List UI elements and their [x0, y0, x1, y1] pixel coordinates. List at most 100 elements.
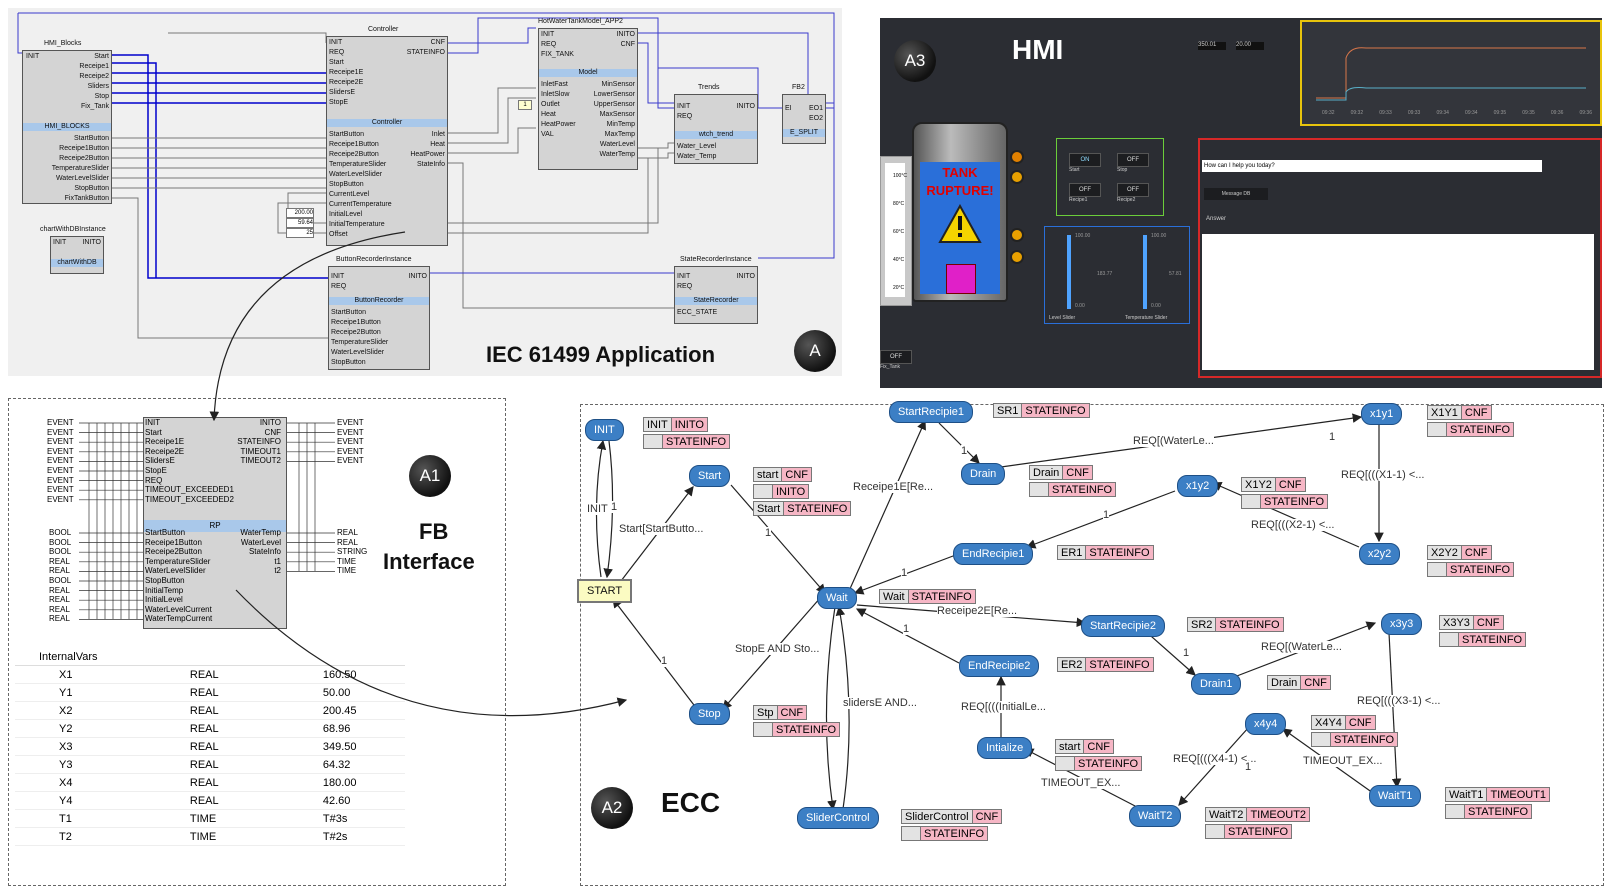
ecc-state-x2y2[interactable]: x2y2 — [1359, 543, 1401, 565]
transition-priority: 1 — [765, 527, 772, 539]
ecc-state-drain1[interactable]: Drain1 — [1191, 673, 1242, 695]
pin: CNF — [620, 41, 635, 48]
pin: MaxTemp — [604, 131, 635, 138]
ecc-state-wait[interactable]: Wait — [817, 587, 857, 609]
trend-time-tick: 09:33 — [1379, 110, 1392, 116]
data-type: REAL — [49, 585, 70, 595]
action-event: STATEINFO — [1331, 732, 1399, 747]
action-event: STATEINFO — [1216, 617, 1284, 632]
pin: StartButton — [73, 135, 109, 142]
var-type: TIME — [189, 827, 323, 846]
transition-priority: 1 — [661, 655, 668, 667]
chart-fb[interactable]: INIT INITO chartWithDB — [50, 236, 104, 274]
level-slider-max: 100.00 — [1075, 233, 1091, 239]
pin: TemperatureSlider — [331, 339, 389, 346]
action-event: STATEINFO — [1447, 422, 1515, 437]
fix-tank-toggle[interactable]: OFF — [880, 350, 912, 364]
event-type: EVENT — [47, 418, 74, 427]
action-algorithm: ER2 — [1057, 657, 1087, 672]
action-event: CNF — [1301, 675, 1331, 690]
stop-toggle[interactable]: OFF — [1117, 153, 1149, 167]
input-event: Receipe1E — [145, 437, 185, 447]
ecc-state-slider[interactable]: SliderControl — [797, 807, 879, 829]
input-event: StopE — [145, 466, 167, 475]
state-rec-name: StateRecorder — [675, 297, 757, 305]
answer-box[interactable] — [1202, 234, 1594, 370]
action-event: TIMEOUT2 — [1247, 807, 1311, 822]
pin: HeatPower — [541, 121, 576, 128]
pin: MaxSensor — [599, 111, 635, 118]
readout-2: 20.00 — [1236, 42, 1264, 50]
badge-a1: A1 — [409, 455, 451, 497]
ecc-state-endrecipie1[interactable]: EndRecipie1 — [953, 543, 1034, 565]
ecc-state-startrecipie2[interactable]: StartRecipie2 — [1081, 615, 1166, 637]
event-type: EVENT — [47, 446, 74, 456]
ecc-state-x4y4[interactable]: x4y4 — [1245, 713, 1287, 735]
ecc-state-x3y3[interactable]: x3y3 — [1381, 613, 1423, 635]
chart-fb-name: chartWithDB — [51, 259, 103, 267]
ecc-state-x1y2[interactable]: x1y2 — [1177, 475, 1219, 497]
action-algorithm: start — [753, 467, 783, 482]
ecc-state-intialize[interactable]: Intialize — [977, 737, 1033, 759]
pin: Heat — [430, 141, 445, 148]
hmi-blocks-init: INIT — [26, 53, 40, 60]
ecc-transitions — [595, 413, 1402, 811]
start-toggle[interactable]: ON — [1069, 153, 1101, 167]
action-event: STATEINFO — [1086, 657, 1154, 672]
hmi-blocks-name: HMI_BLOCKS — [23, 123, 111, 131]
pin: EO1 — [808, 105, 823, 112]
ecc-state-start_init[interactable]: START — [577, 579, 633, 603]
pin: WaterLevel — [599, 141, 635, 148]
action-event: TIMEOUT1 — [1487, 787, 1551, 802]
transition-arrow — [730, 484, 826, 594]
action-algorithm — [753, 722, 773, 737]
transition-priority: 1 — [1103, 509, 1110, 521]
message-db-button[interactable]: Message DB — [1204, 188, 1268, 200]
ecc-state-endrecipie2[interactable]: EndRecipie2 — [959, 655, 1040, 677]
temperature-slider[interactable] — [1143, 235, 1147, 309]
ecc-state-waitt1[interactable]: WaitT1 — [1369, 785, 1422, 807]
ecc-state-start[interactable]: Start — [689, 465, 731, 487]
ecc-state-stop[interactable]: Stop — [689, 703, 730, 725]
temperature-slider-value: 57.81 — [1169, 271, 1182, 277]
action-algorithm — [1205, 824, 1225, 839]
fb2-title: FB2 — [792, 84, 805, 91]
var-name: T1 — [15, 809, 190, 828]
recipe2-toggle[interactable]: OFF — [1117, 183, 1149, 197]
ecc-state-drain[interactable]: Drain — [961, 463, 1006, 485]
data-type: STRING — [337, 547, 368, 557]
ecc-state-init[interactable]: INIT — [585, 419, 624, 441]
data-type: BOOL — [49, 537, 72, 547]
hmi-blocks-fb[interactable]: INIT Start Receipe1 Receipe2 Sliders Sto… — [22, 50, 112, 204]
ecc-state-waitt2[interactable]: WaitT2 — [1129, 805, 1182, 827]
level-slider[interactable] — [1067, 235, 1071, 309]
ecc-action: STATEINFO — [643, 434, 731, 449]
output-event: STATEINFO — [237, 437, 281, 447]
ecc-state-x1y1[interactable]: x1y1 — [1361, 403, 1403, 425]
recipe1-toggle[interactable]: OFF — [1069, 183, 1101, 197]
action-algorithm — [1445, 804, 1465, 819]
output-event: TIMEOUT2 — [240, 456, 281, 466]
ecc-state-startrecipie1[interactable]: StartRecipie1 — [889, 401, 974, 423]
chat-input[interactable]: How can I help you today? — [1202, 160, 1542, 172]
pin: Receipe2Button — [331, 329, 381, 336]
pin: InletFast — [541, 81, 568, 88]
